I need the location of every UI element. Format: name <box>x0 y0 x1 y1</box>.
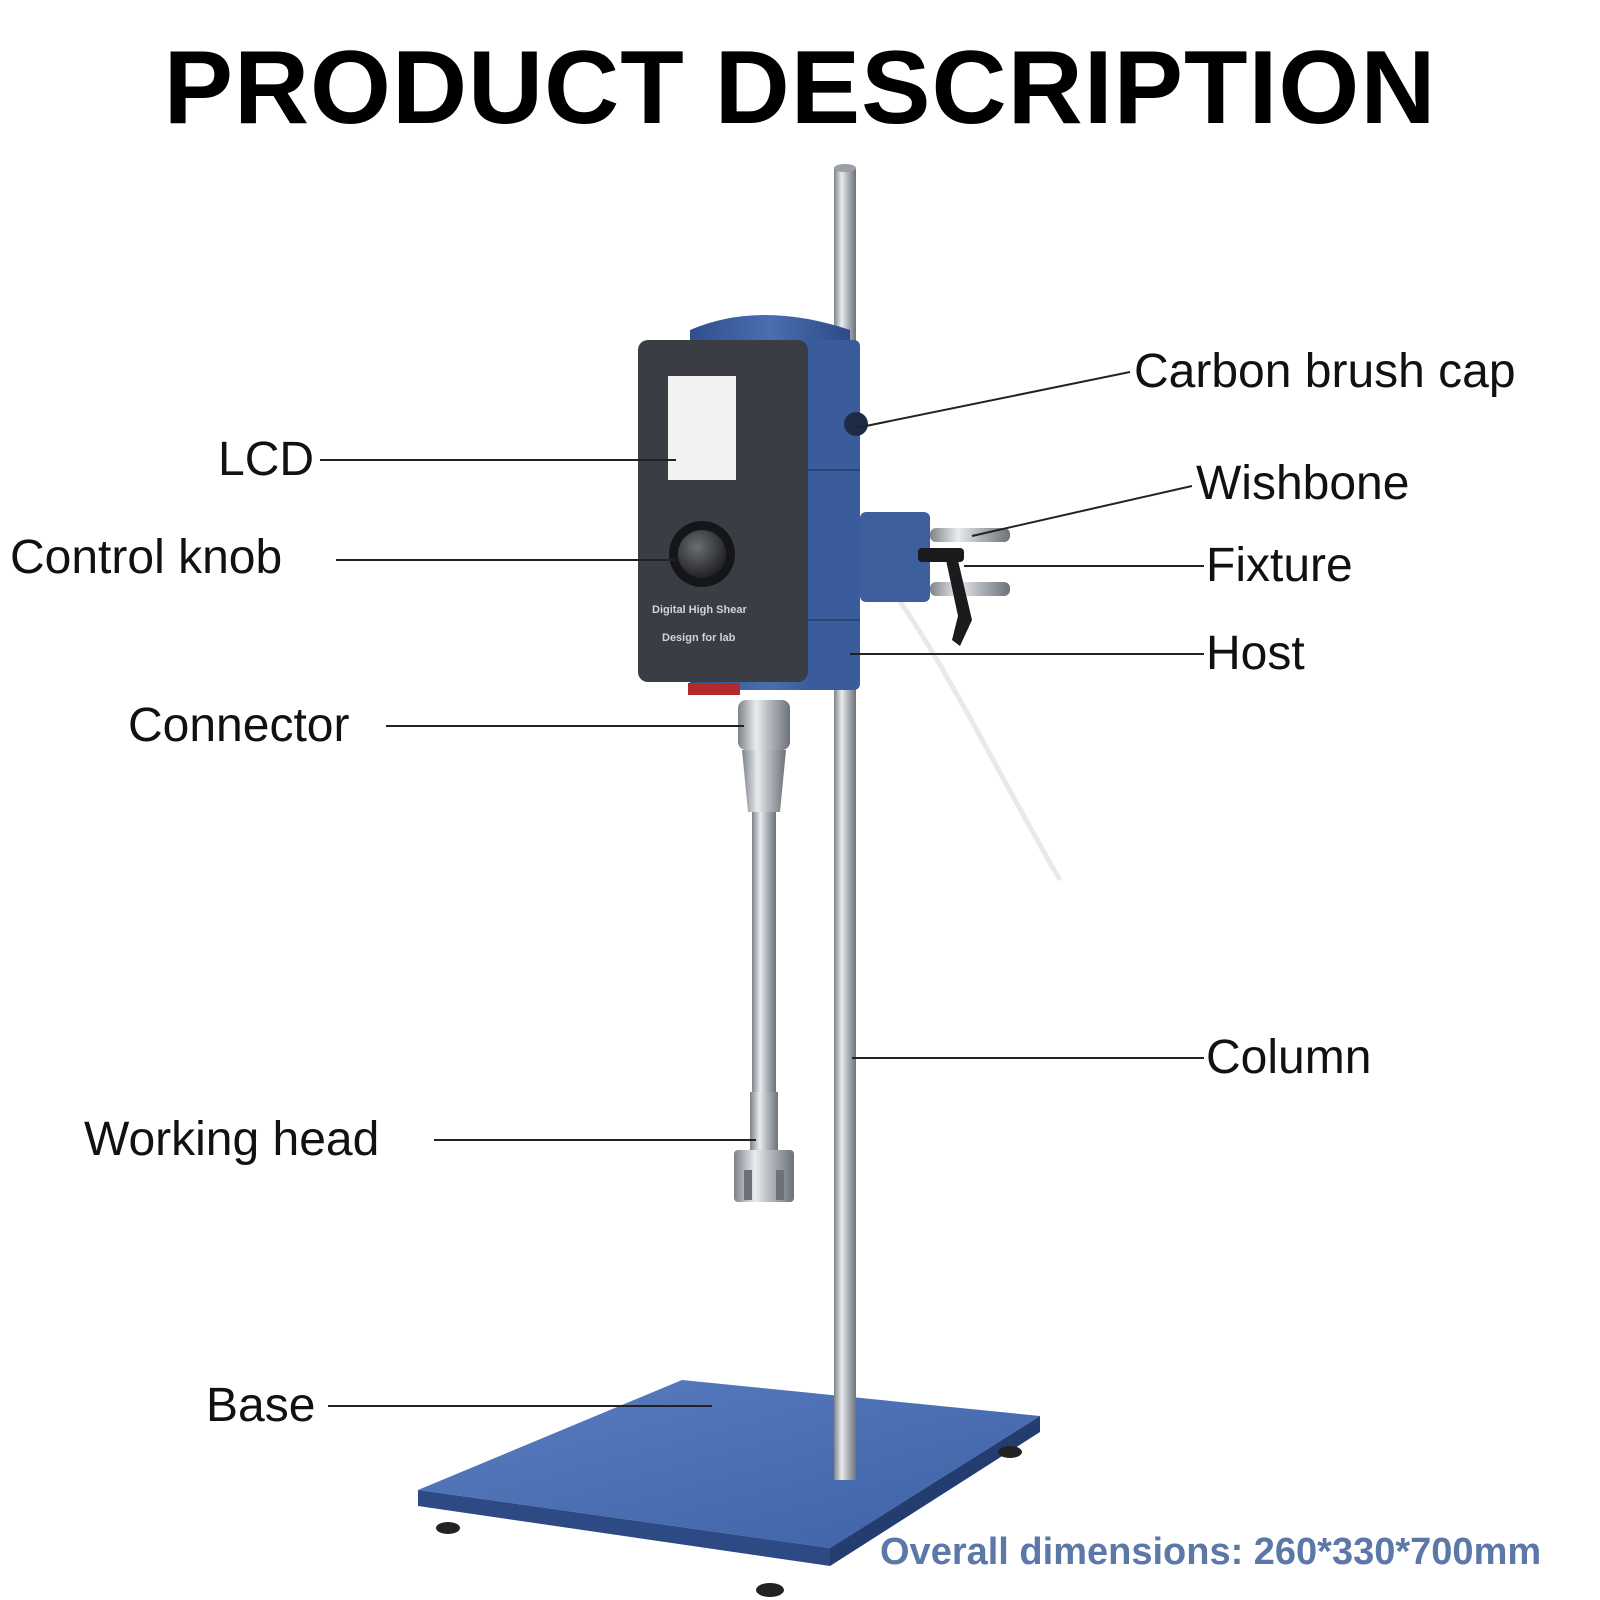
label-connector: Connector <box>128 699 350 752</box>
label-lcd: LCD <box>218 433 315 486</box>
label-base: Base <box>206 1379 316 1432</box>
label-host: Host <box>1206 627 1305 680</box>
leader-lines <box>320 371 1204 1407</box>
shaft-assembly <box>734 700 794 1202</box>
label-column: Column <box>1206 1031 1372 1084</box>
label-carbon-brush-cap: Carbon brush cap <box>1134 345 1516 398</box>
leader-carbon-brush-cap <box>855 371 1131 429</box>
panel-line-2: Design for lab <box>662 632 736 644</box>
base-plate <box>418 1380 1040 1597</box>
label-control-knob: Control knob <box>10 531 283 584</box>
leader-wishbone <box>971 485 1193 537</box>
panel-line-1: Digital High Shear <box>652 604 747 616</box>
label-working-head: Working head <box>84 1113 380 1166</box>
overall-dimensions: Overall dimensions: 260*330*700mm <box>880 1531 1542 1573</box>
label-fixture: Fixture <box>1206 539 1353 592</box>
page-title: PRODUCT DESCRIPTION <box>163 30 1437 146</box>
label-wishbone: Wishbone <box>1196 457 1410 510</box>
host-body <box>638 315 868 695</box>
fixture-clamp <box>860 512 1010 646</box>
